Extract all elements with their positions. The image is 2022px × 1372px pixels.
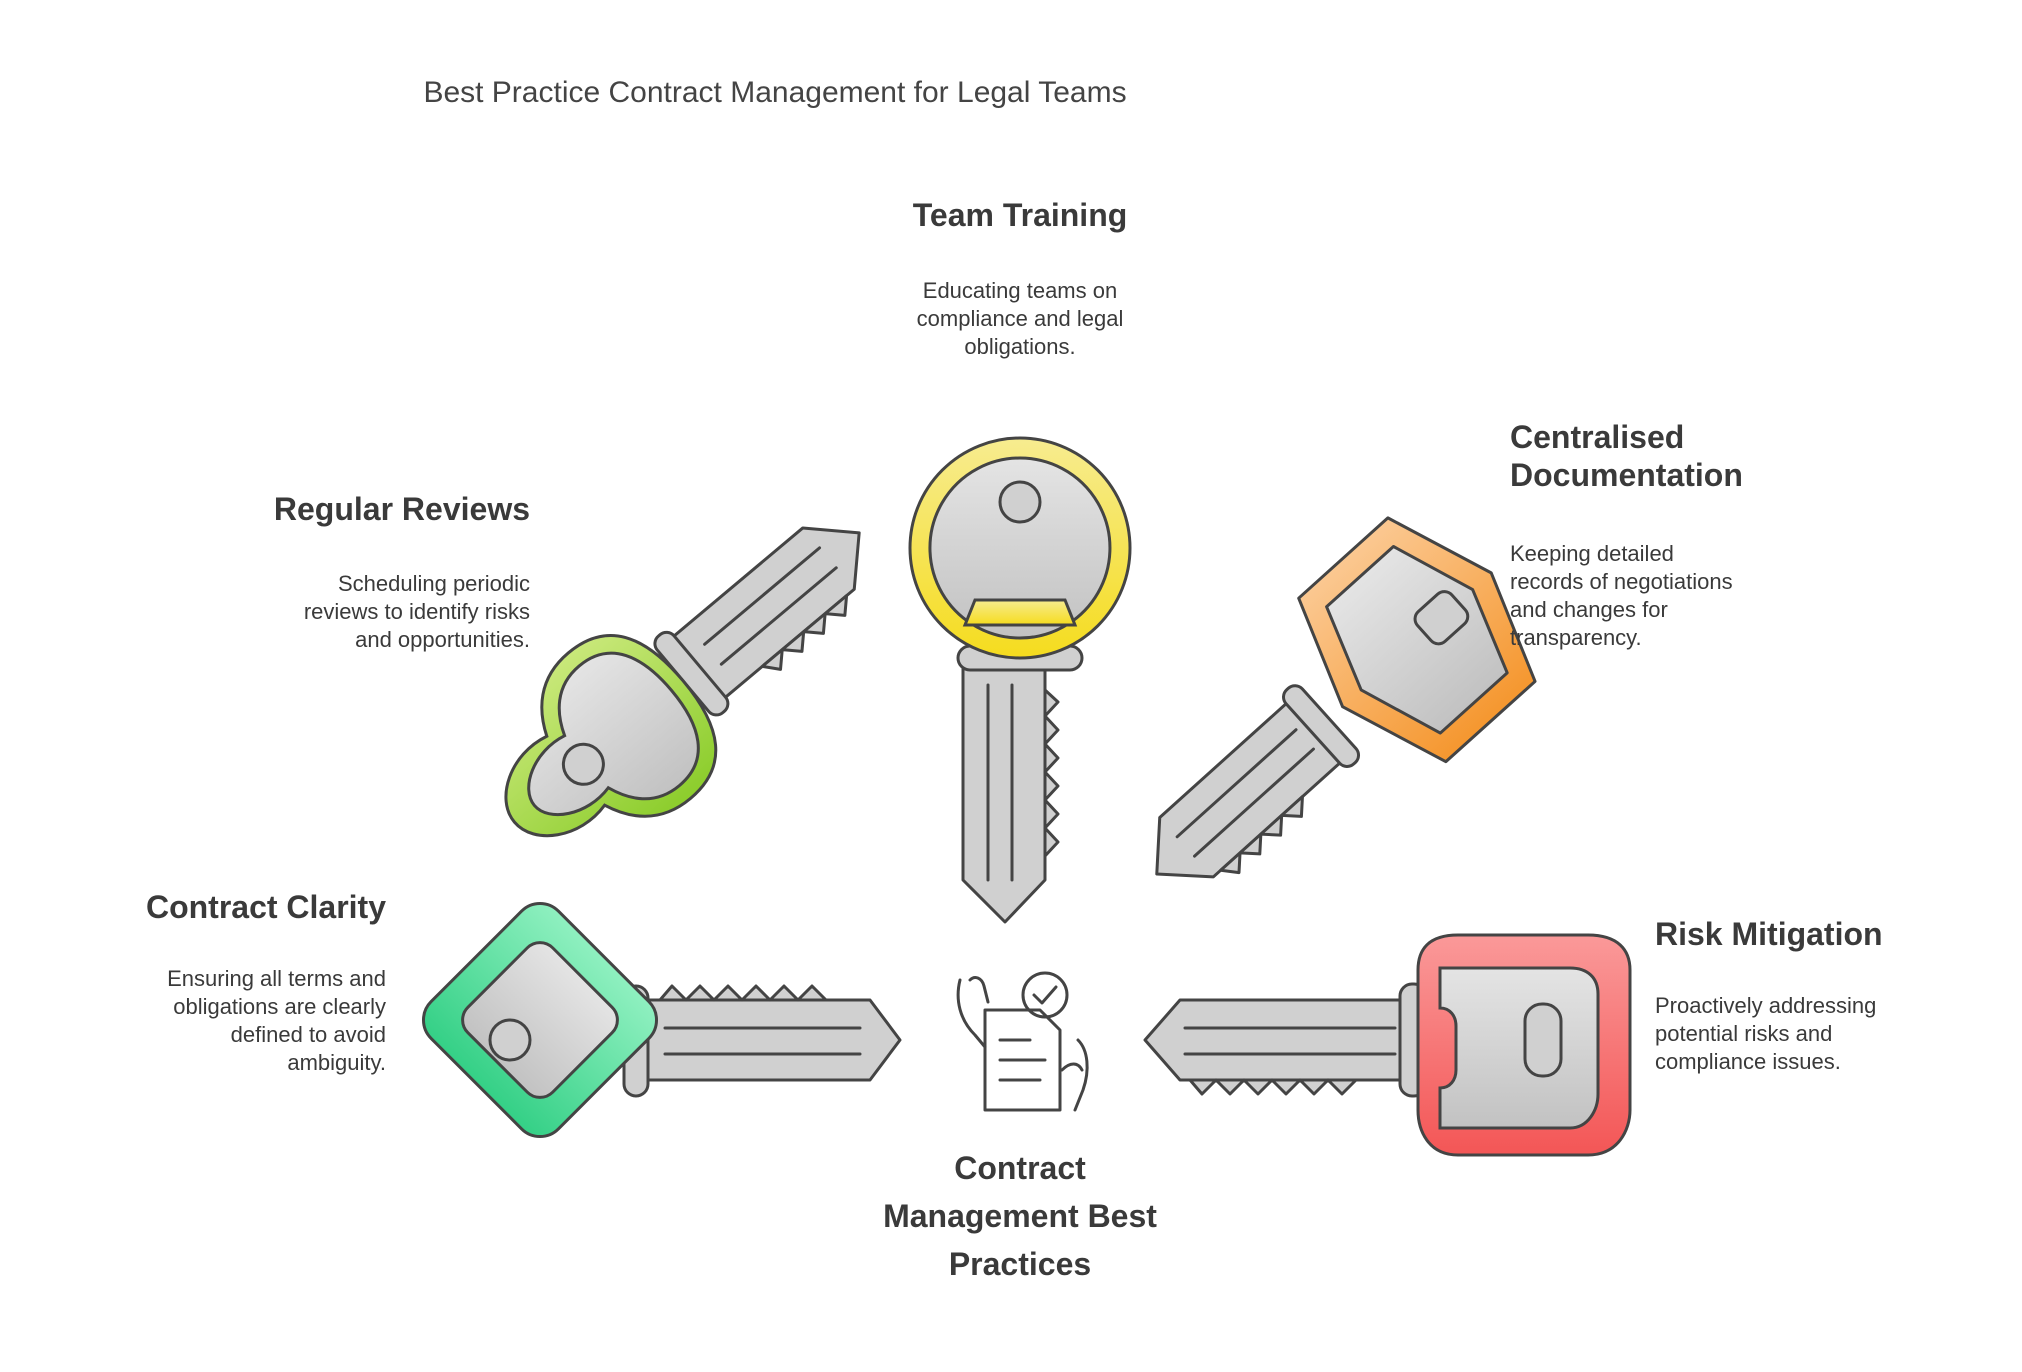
desc-line: obligations. <box>964 334 1076 359</box>
desc-line: transparency. <box>1510 625 1642 650</box>
regular-reviews-heading: Regular Reviews <box>170 490 530 528</box>
team-training-description: Educating teams on compliance and legal … <box>860 277 1180 361</box>
heading-line: Documentation <box>1510 457 1743 493</box>
desc-line: obligations are clearly <box>173 994 386 1019</box>
center-label-line: Management Best <box>883 1198 1157 1234</box>
desc-line: and changes for <box>1510 597 1668 622</box>
center-label-line: Practices <box>948 1246 1092 1282</box>
desc-line: and opportunities. <box>355 627 530 652</box>
page-title: Best Practice Contract Management for Le… <box>423 76 1127 109</box>
heading-line: Risk Mitigation <box>1655 916 1883 952</box>
centralised-documentation-description: Keeping detailed records of negotiations… <box>1510 540 1890 652</box>
center-label: Contract Management Best Practices <box>830 1144 1210 1288</box>
heading-line: Contract Clarity <box>145 889 386 925</box>
desc-line: reviews to identify risks <box>303 599 530 624</box>
contract-clarity-heading: Contract Clarity <box>30 888 386 926</box>
team-training-heading: Team Training <box>860 196 1180 234</box>
center-label-line: Contract <box>954 1150 1086 1186</box>
desc-line: Scheduling periodic <box>337 571 530 596</box>
contract-checklist-icon <box>956 971 1089 1112</box>
desc-line: defined to avoid <box>230 1022 386 1047</box>
desc-line: compliance issues. <box>1655 1049 1841 1074</box>
risk-mitigation-heading: Risk Mitigation <box>1655 915 2015 953</box>
desc-line: Ensuring all terms and <box>167 966 386 991</box>
yellow-round-key-icon <box>908 436 1132 924</box>
desc-line: Keeping detailed <box>1510 541 1674 566</box>
desc-line: ambiguity. <box>287 1050 386 1075</box>
centralised-documentation-heading: Centralised Documentation <box>1510 418 1890 494</box>
regular-reviews-description: Scheduling periodic reviews to identify … <box>170 570 530 654</box>
desc-line: Proactively addressing <box>1655 993 1877 1018</box>
red-rect-key-icon <box>1143 933 1632 1157</box>
teal-diamond-key-icon <box>421 901 902 1139</box>
green-cloud-key-icon <box>504 526 861 838</box>
contract-clarity-description: Ensuring all terms and obligations are c… <box>30 965 386 1077</box>
heading-line: Regular Reviews <box>273 491 530 527</box>
orange-hexagon-key-icon <box>1155 516 1537 879</box>
desc-line: Educating teams on <box>922 278 1118 303</box>
desc-line: potential risks and <box>1655 1021 1833 1046</box>
risk-mitigation-description: Proactively addressing potential risks a… <box>1655 992 2015 1076</box>
heading-line: Centralised <box>1510 419 1685 455</box>
desc-line: compliance and legal <box>916 306 1124 331</box>
heading-line: Team Training <box>912 197 1128 233</box>
desc-line: records of negotiations <box>1510 569 1733 594</box>
